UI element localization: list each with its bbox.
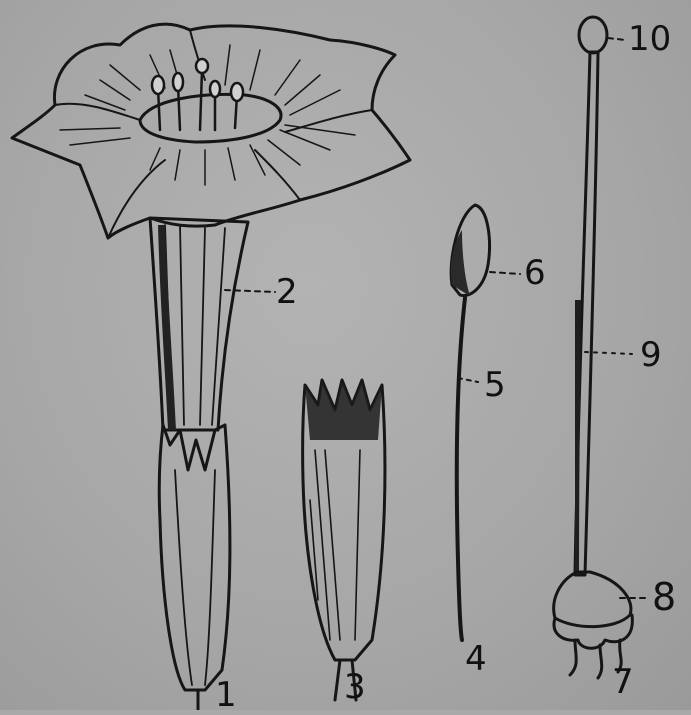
label-10: 10 bbox=[628, 22, 671, 56]
label-7: 7 bbox=[612, 665, 634, 699]
corolla-fold bbox=[255, 150, 300, 200]
label-4: 4 bbox=[465, 642, 487, 676]
calyx bbox=[159, 425, 230, 690]
corolla-fold bbox=[55, 104, 140, 120]
label-8: 8 bbox=[652, 578, 676, 616]
label-1: 1 bbox=[215, 678, 237, 712]
leader-line-5 bbox=[458, 378, 478, 382]
label-3: 3 bbox=[344, 670, 366, 704]
label-6: 6 bbox=[524, 256, 546, 290]
leader-line-6 bbox=[490, 272, 520, 274]
stamen-figure bbox=[451, 205, 520, 640]
stigma bbox=[579, 17, 607, 53]
label-2: 2 bbox=[276, 275, 298, 309]
ovary bbox=[554, 572, 631, 627]
corolla-throat bbox=[140, 94, 281, 142]
corolla-limb bbox=[12, 24, 410, 238]
pistil-figure bbox=[554, 17, 648, 678]
filament bbox=[457, 298, 465, 640]
label-5: 5 bbox=[484, 368, 506, 402]
calyx-teeth-shadow bbox=[305, 380, 382, 440]
style-shadow bbox=[575, 300, 581, 575]
corolla-fold bbox=[108, 160, 165, 238]
corolla-fold bbox=[285, 110, 372, 132]
whole-flower-figure bbox=[12, 24, 410, 710]
calyx-lines bbox=[175, 470, 215, 685]
calyx-figure bbox=[303, 380, 385, 700]
label-9: 9 bbox=[640, 338, 662, 372]
leader-line-10 bbox=[608, 38, 625, 40]
